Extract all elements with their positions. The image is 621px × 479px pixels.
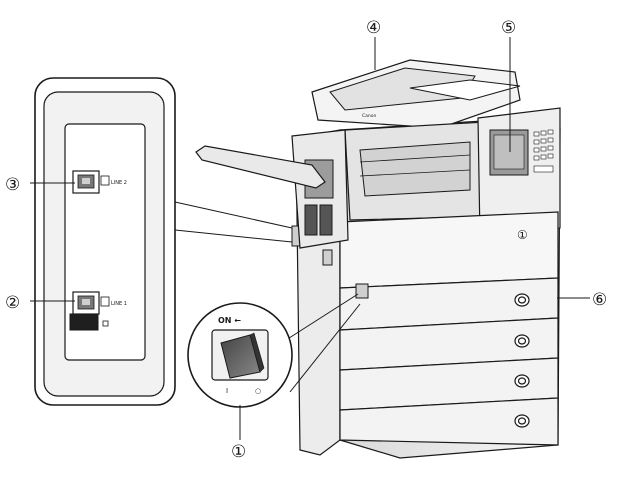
paper-drawers xyxy=(339,277,559,446)
front-cover-mark: ① xyxy=(517,228,528,242)
callout-4: ④ xyxy=(366,18,381,38)
switch-on-mark: I xyxy=(226,387,228,395)
control-panel xyxy=(477,107,561,239)
front-cover xyxy=(339,211,559,289)
panel-zoom-lines xyxy=(174,201,293,243)
power-switch-detail: ON ← I ○ xyxy=(187,293,361,408)
brand-logo: Canon xyxy=(362,113,377,119)
port-upper-label: LINE 2 xyxy=(111,180,127,186)
line-port-upper: LINE 2 xyxy=(72,170,127,194)
finisher-module xyxy=(195,129,349,249)
callout-6: ⑥ xyxy=(592,290,607,310)
callout-1: ① xyxy=(231,442,246,462)
line-port-lower: LINE 1 xyxy=(69,291,127,331)
callout-markers: ① ② ③ ④ ⑤ ⑥ xyxy=(5,18,607,462)
finisher-tray xyxy=(195,145,326,189)
port-lower-label: LINE 1 xyxy=(111,301,127,307)
callout-leaders xyxy=(30,37,590,440)
line-port-detail-panel: LINE 2 LINE 1 xyxy=(34,77,176,406)
callout-3: ③ xyxy=(5,175,20,195)
switch-on-label: ON ← xyxy=(218,316,241,325)
callout-5: ⑤ xyxy=(501,18,516,38)
printer-device: Canon ① xyxy=(195,59,561,459)
drawer-handles xyxy=(514,293,530,428)
switch-off-mark: ○ xyxy=(255,387,261,395)
callout-2: ② xyxy=(5,293,20,313)
paper-drawer-4 xyxy=(339,397,559,446)
